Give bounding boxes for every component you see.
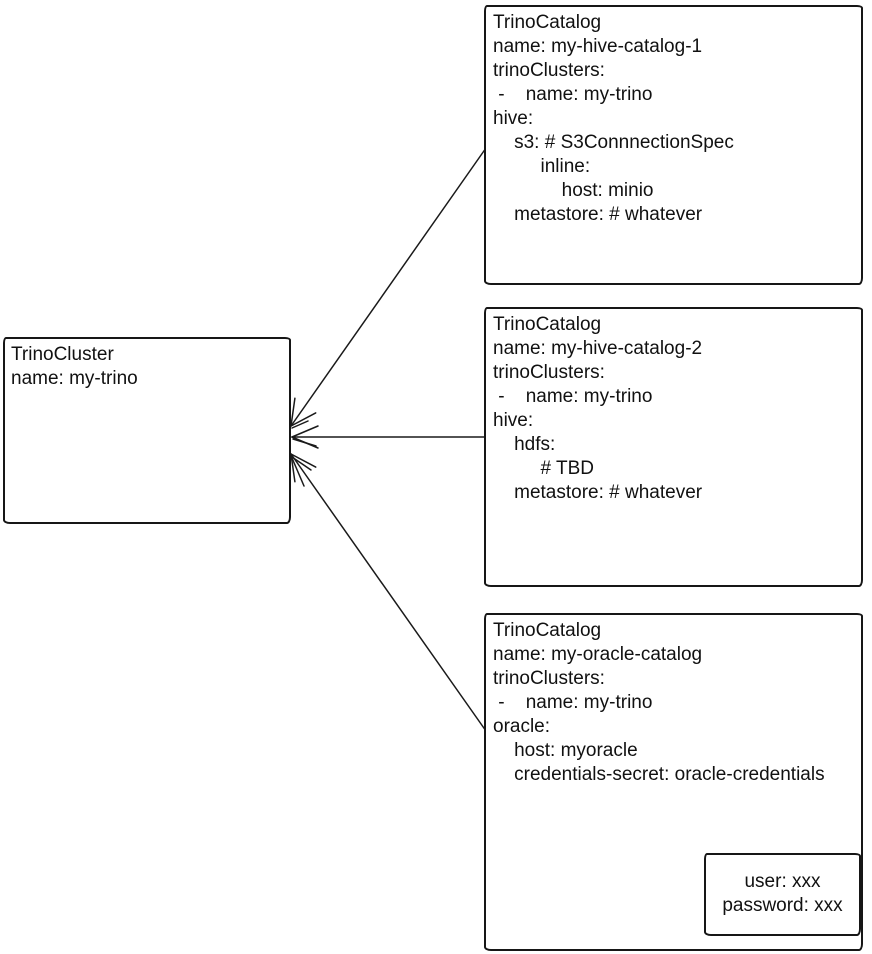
box-text-line: name: my-hive-catalog-1 xyxy=(493,36,703,57)
box-text-line: TrinoCatalog xyxy=(493,620,602,641)
box-text-line: name: my-trino xyxy=(11,368,138,389)
box-text-line: trinoClusters: xyxy=(493,668,605,689)
box-text-line: - name: my-trino xyxy=(493,692,653,713)
box-text-line: TrinoCatalog xyxy=(493,12,602,33)
box-text-line: trinoClusters: xyxy=(493,60,605,81)
box-text-line: hive: xyxy=(493,410,534,431)
box-text-line: # TBD xyxy=(493,458,595,479)
box-text-line: hive: xyxy=(493,108,534,129)
box-text-line: credentials-secret: oracle-credentials xyxy=(493,764,825,785)
trino-catalog-box-hive-1: TrinoCatalog name: my-hive-catalog-1 trino… xyxy=(484,5,863,285)
box-text-line: trinoClusters: xyxy=(493,362,605,383)
trino-cluster-box: TrinoCluster name: my-trino xyxy=(3,337,291,524)
box-text-line: password: xxx xyxy=(722,895,843,916)
trino-catalog-box-hive-2: TrinoCatalog name: my-hive-catalog-2 trino… xyxy=(484,307,863,587)
box-text-line: name: my-oracle-catalog xyxy=(493,644,703,665)
box-text-line: host: minio xyxy=(493,180,654,201)
box-text-line: inline: xyxy=(493,156,591,177)
connector-cluster-catalog1 xyxy=(290,147,487,429)
box-text-line: metastore: # whatever xyxy=(493,204,703,225)
box-text-line: metastore: # whatever xyxy=(493,482,703,503)
box-text-line: oracle: xyxy=(493,716,551,737)
box-text-line: - name: my-trino xyxy=(493,84,653,105)
box-text-line: host: myoracle xyxy=(493,740,638,761)
oracle-credentials-secret-box: user: xxx password: xxx xyxy=(704,853,861,936)
connector-cluster-catalog3 xyxy=(290,453,487,732)
connector-cluster-catalog2 xyxy=(291,425,487,449)
box-text-line: s3: # S3ConnnectionSpec xyxy=(493,132,734,153)
box-text-line: TrinoCluster xyxy=(11,344,114,365)
box-text-line: - name: my-trino xyxy=(493,386,653,407)
box-text-line: name: my-hive-catalog-2 xyxy=(493,338,703,359)
box-text-line: hdfs: xyxy=(493,434,556,455)
box-text-line: user: xxx xyxy=(744,871,821,892)
box-text-line: TrinoCatalog xyxy=(493,314,602,335)
